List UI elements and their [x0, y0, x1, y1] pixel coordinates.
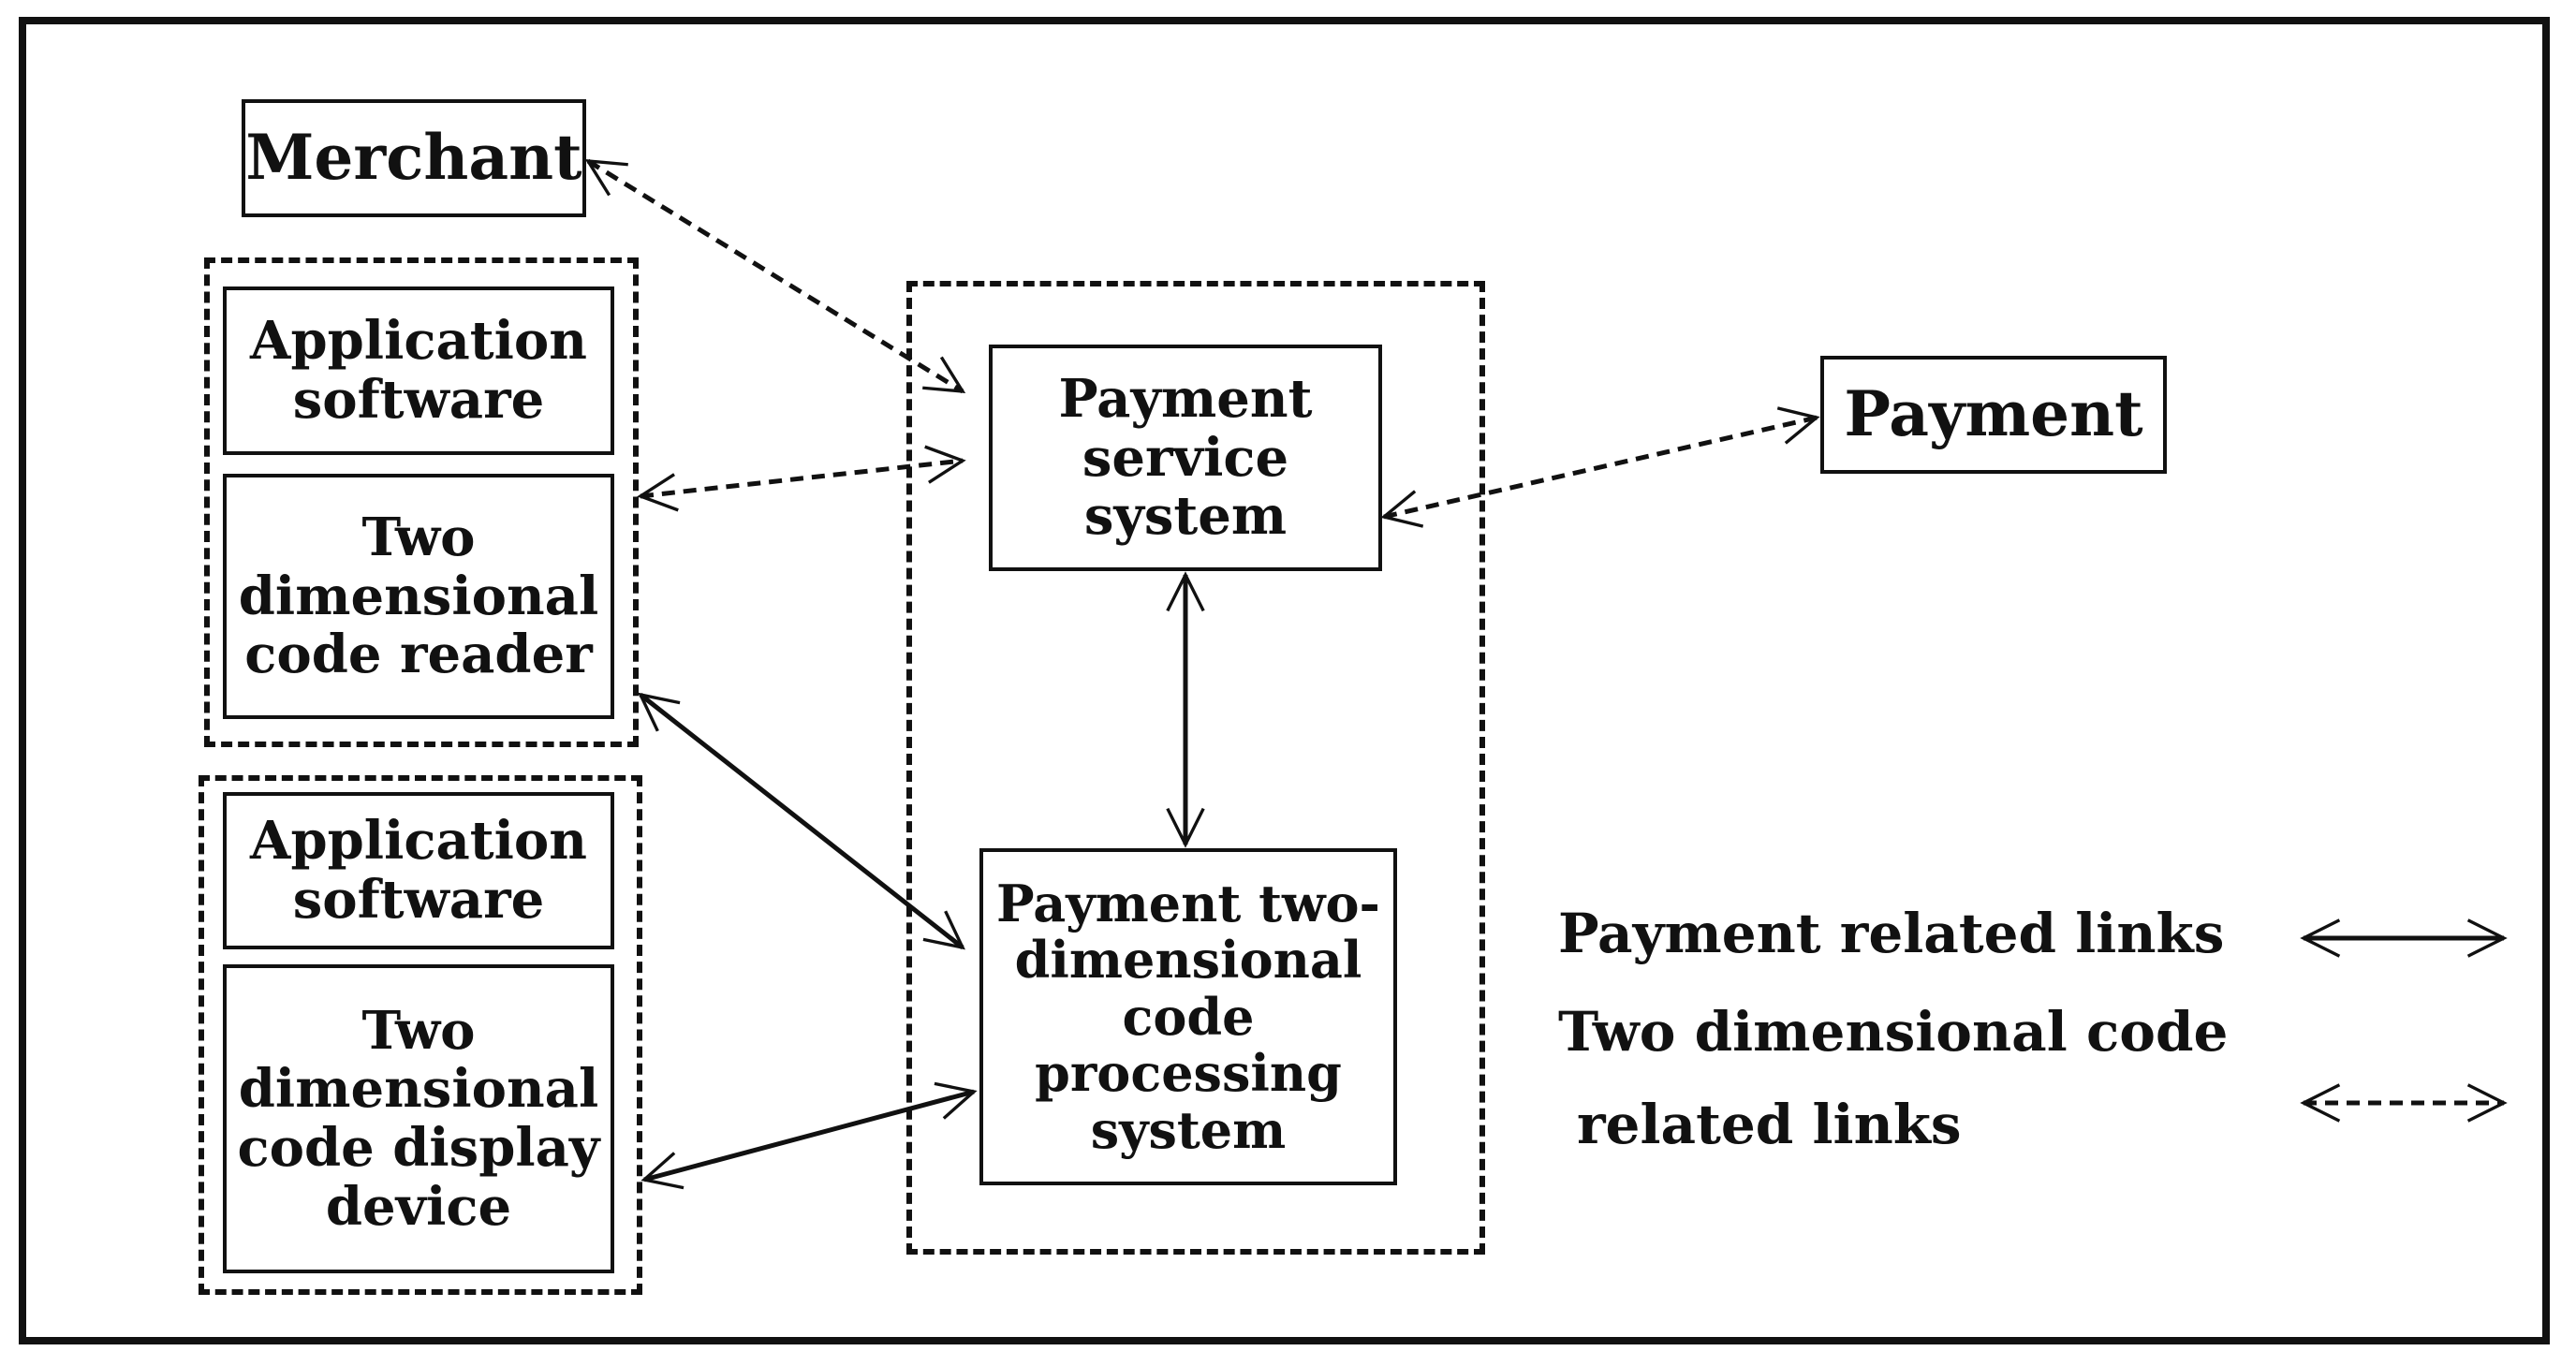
- merchant-box: Merchant: [242, 99, 586, 217]
- code-reader-label: Two dimensional code reader: [238, 506, 599, 686]
- application-software-bottom-label: Application software: [250, 810, 587, 931]
- code-display-box: Two dimensional code display device: [223, 964, 614, 1273]
- merchant-label: Merchant: [245, 121, 582, 195]
- diagram-frame: [19, 17, 2550, 1344]
- legend-payment-links-label: Payment related links: [1558, 902, 2225, 965]
- application-software-bottom-box: Application software: [223, 792, 614, 949]
- payment-box: Payment: [1820, 356, 2167, 474]
- legend-code-links-label-line1: Two dimensional code: [1558, 1000, 2229, 1064]
- code-display-label: Two dimensional code display device: [237, 999, 600, 1238]
- code-reader-box: Two dimensional code reader: [223, 474, 614, 719]
- legend-code-links-label-line2: related links: [1577, 1093, 1962, 1156]
- application-software-top-box: Application software: [223, 286, 614, 455]
- link-payment-service-payment: [1380, 406, 1820, 528]
- display-group: [199, 775, 642, 1295]
- payment-code-processing-label: Payment two- dimensional code processing…: [996, 873, 1380, 1160]
- link-merchant-payment-service: [584, 158, 966, 394]
- application-software-top-label: Application software: [250, 310, 587, 431]
- link-reader-payment-service: [637, 445, 966, 512]
- payment-label: Payment: [1844, 377, 2143, 451]
- link-code-display-code-processing: [640, 1081, 978, 1190]
- link-code-reader-code-processing: [638, 692, 965, 950]
- payment-code-processing-box: Payment two- dimensional code processing…: [979, 848, 1397, 1185]
- payment-service-box: Payment service system: [989, 345, 1382, 571]
- payment-service-label: Payment service system: [1058, 367, 1313, 548]
- reader-group: [204, 257, 639, 747]
